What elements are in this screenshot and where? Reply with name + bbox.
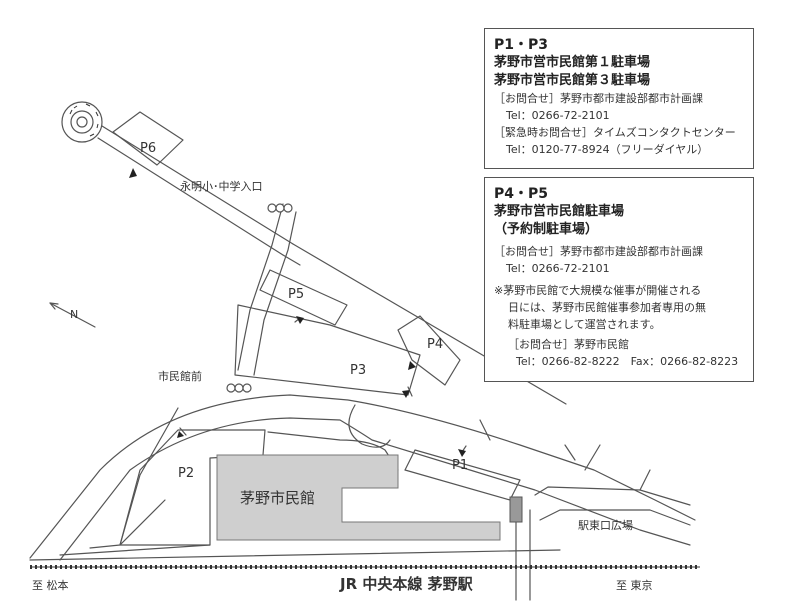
parking-label-p5: P5 — [288, 287, 305, 302]
hall-inquiry-label: ［お問合せ］茅野市民館 — [508, 338, 629, 351]
note-text: 日には、茅野市民館催事参加者専用の無 — [508, 301, 706, 314]
lot-p5 — [259, 269, 348, 326]
info-box-title: P1・P3 — [494, 37, 549, 53]
parking-name: 茅野市営市民館第３駐車場 — [494, 73, 651, 88]
building-label: 茅野市民館 — [240, 489, 316, 507]
parking-label-p2: P2 — [178, 466, 195, 481]
inquiry-label: ［お問合せ］茅野市都市建設部都市計画課 — [494, 245, 703, 258]
inquiry-tel: Tel：0266-72-2101 — [506, 262, 610, 275]
road-p6-access — [97, 125, 294, 256]
parking-name: 茅野市営市民館第１駐車場 — [494, 55, 651, 70]
station-square-label: 駅東口広場 — [578, 519, 633, 532]
bus-stop-label: 市民館前 — [158, 370, 202, 383]
note-text: ※茅野市民館で大規模な催事が開催される — [494, 284, 702, 297]
inquiry-tel: Tel：0266-72-2101 — [506, 109, 610, 122]
parking-label-p4: P4 — [427, 337, 444, 352]
info-box-p4-p5: P4・P5 茅野市営市民館駐車場 （予約制駐車場） ［お問合せ］茅野市都市建設部… — [484, 177, 754, 382]
rail-line-label: JR 中央本線 茅野駅 — [340, 575, 473, 593]
parking-note: （予約制駐車場） — [494, 222, 599, 237]
road-vertical — [237, 203, 297, 376]
lot-p4 — [397, 315, 461, 386]
emergency-tel: Tel：0120-77-8924（フリーダイヤル） — [506, 143, 709, 156]
lot-p6 — [112, 111, 184, 166]
inquiry-label: ［お問合せ］茅野市都市建設部都市計画課 — [494, 92, 703, 105]
roundabout — [61, 101, 103, 143]
parking-name: 茅野市営市民館駐車場 — [494, 204, 625, 219]
note-text: 料駐車場として運営されます。 — [508, 318, 661, 331]
direction-label: 至 東京 — [616, 579, 653, 592]
building-shape — [216, 454, 501, 541]
parking-label-p3: P3 — [350, 363, 367, 378]
parking-label-p1: P1 — [452, 458, 469, 473]
parking-label-p6: P6 — [140, 141, 157, 156]
emergency-label: ［緊急時お問合せ］タイムズコンタクトセンター — [494, 126, 736, 139]
north-label: N — [70, 308, 79, 321]
north-arrow — [49, 302, 96, 328]
info-box-p1-p3: P1・P3 茅野市営市民館第１駐車場 茅野市営市民館第３駐車場 ［お問合せ］茅野… — [484, 28, 754, 169]
bus-stop-label: 永明小･中学入口 — [180, 180, 263, 193]
info-box-title: P4・P5 — [494, 186, 549, 202]
direction-label: 至 松本 — [32, 579, 69, 592]
hall-tel: Tel：0266-82-8222 Fax：0266-82-8223 — [516, 355, 739, 368]
lot-p3 — [234, 304, 421, 396]
